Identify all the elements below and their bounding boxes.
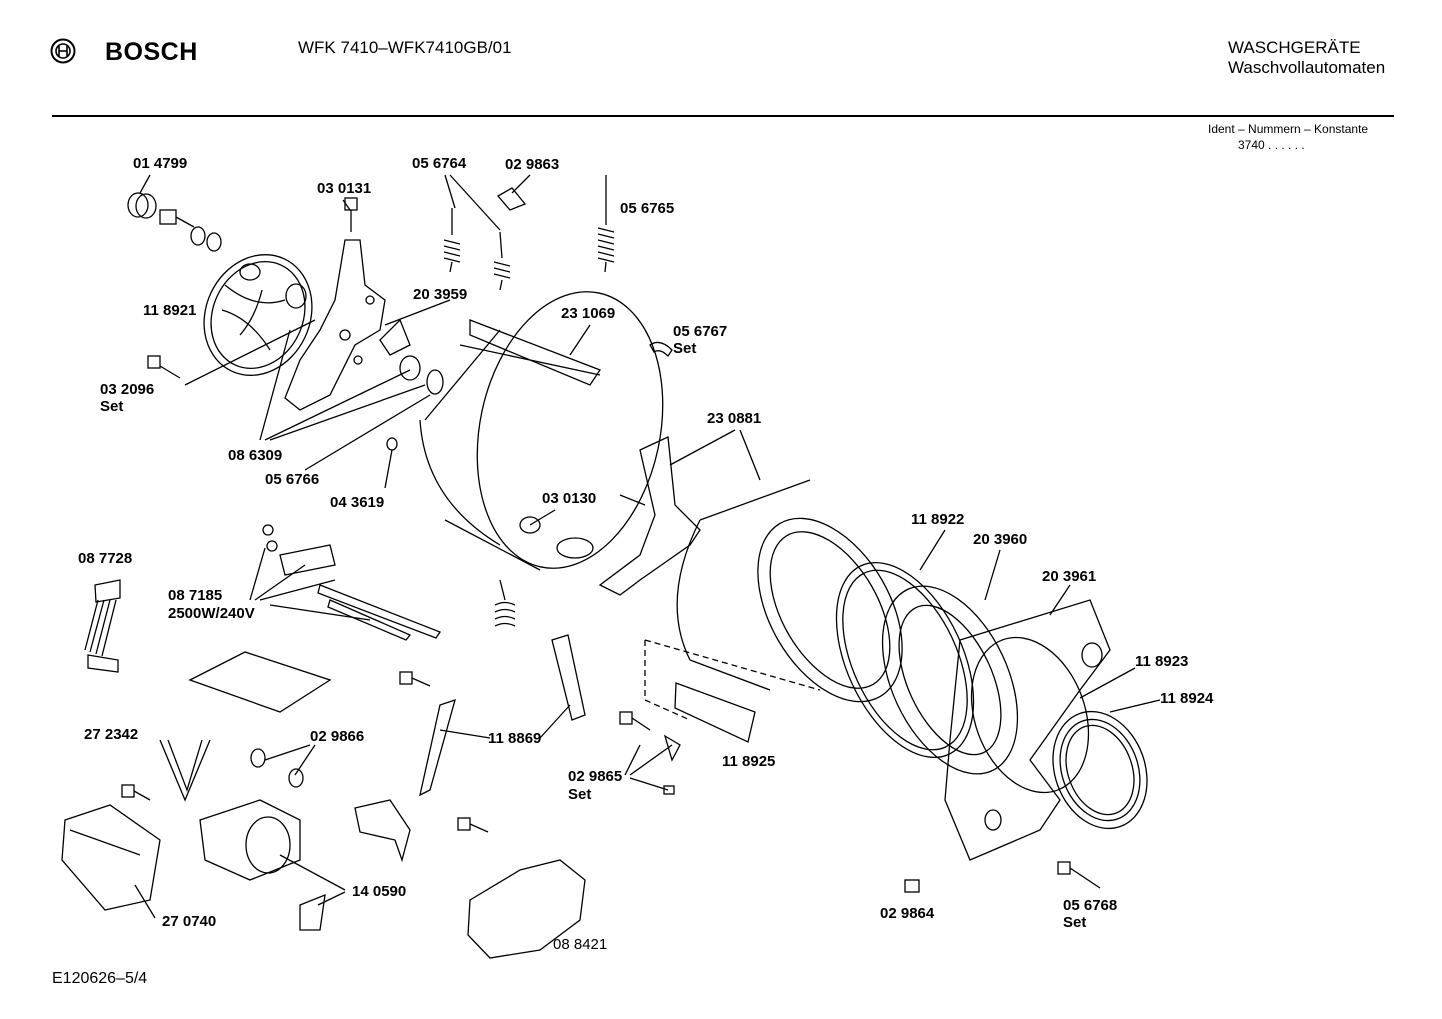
part-label-140590: 14 0590	[352, 883, 407, 900]
part-label-118869: 11 8869	[488, 730, 542, 747]
part-label-230881: 23 0881	[707, 410, 762, 427]
part-label-2500w-240v: 2500W/240V	[168, 605, 255, 622]
category-subtitle: Waschvollautomaten	[1228, 58, 1386, 77]
part-label-029865-set: Set	[568, 786, 592, 803]
part-label-231069: 23 1069	[561, 305, 616, 322]
part-label-203959: 20 3959	[413, 286, 468, 303]
part-label-029865: 02 9865	[568, 768, 623, 785]
part-label-088421: 08 8421	[553, 936, 608, 953]
bosch-logo-icon	[50, 38, 76, 64]
part-label-056767-set: Set	[673, 340, 697, 357]
part-label-056768-set: Set	[1063, 914, 1087, 931]
part-label-272342: 27 2342	[84, 726, 139, 743]
part-label-203961: 20 3961	[1042, 568, 1097, 585]
header-divider	[52, 115, 1394, 117]
part-label-118924: 11 8924	[1160, 690, 1214, 707]
part-label-086309: 08 6309	[228, 447, 283, 464]
part-label-118923: 11 8923	[1135, 653, 1189, 670]
part-label-032096: 03 2096	[100, 381, 155, 398]
ident-value: 3740 . . . . . .	[1238, 138, 1305, 152]
part-label-032096-set: Set	[100, 398, 124, 415]
part-label-029863: 02 9863	[505, 156, 560, 173]
part-label-056766: 05 6766	[265, 471, 320, 488]
part-label-029864: 02 9864	[880, 905, 935, 922]
part-label-056764: 05 6764	[412, 155, 467, 172]
brand-name: BOSCH	[105, 38, 198, 66]
part-label-056765: 05 6765	[620, 200, 675, 217]
part-label-043619: 04 3619	[330, 494, 385, 511]
part-label-270740: 27 0740	[162, 913, 217, 930]
part-label-203960: 20 3960	[973, 531, 1028, 548]
part-label-118925: 11 8925	[722, 753, 776, 770]
part-label-118921: 11 8921	[143, 302, 197, 319]
part-label-056767: 05 6767	[673, 323, 728, 340]
part-label-118922: 11 8922	[911, 511, 965, 528]
document-id: E120626–5/4	[52, 970, 148, 987]
part-label-087728: 08 7728	[78, 550, 133, 567]
part-label-087185: 08 7185	[168, 587, 223, 604]
category-title: WASCHGERÄTE	[1228, 38, 1361, 57]
part-label-014799: 01 4799	[133, 155, 188, 172]
part-label-056768: 05 6768	[1063, 897, 1118, 914]
part-label-030131: 03 0131	[317, 180, 372, 197]
part-label-030130: 03 0130	[542, 490, 597, 507]
model-number: WFK 7410–WFK7410GB/01	[298, 38, 512, 57]
ident-label: Ident – Nummern – Konstante	[1208, 122, 1369, 136]
part-label-029866: 02 9866	[310, 728, 365, 745]
